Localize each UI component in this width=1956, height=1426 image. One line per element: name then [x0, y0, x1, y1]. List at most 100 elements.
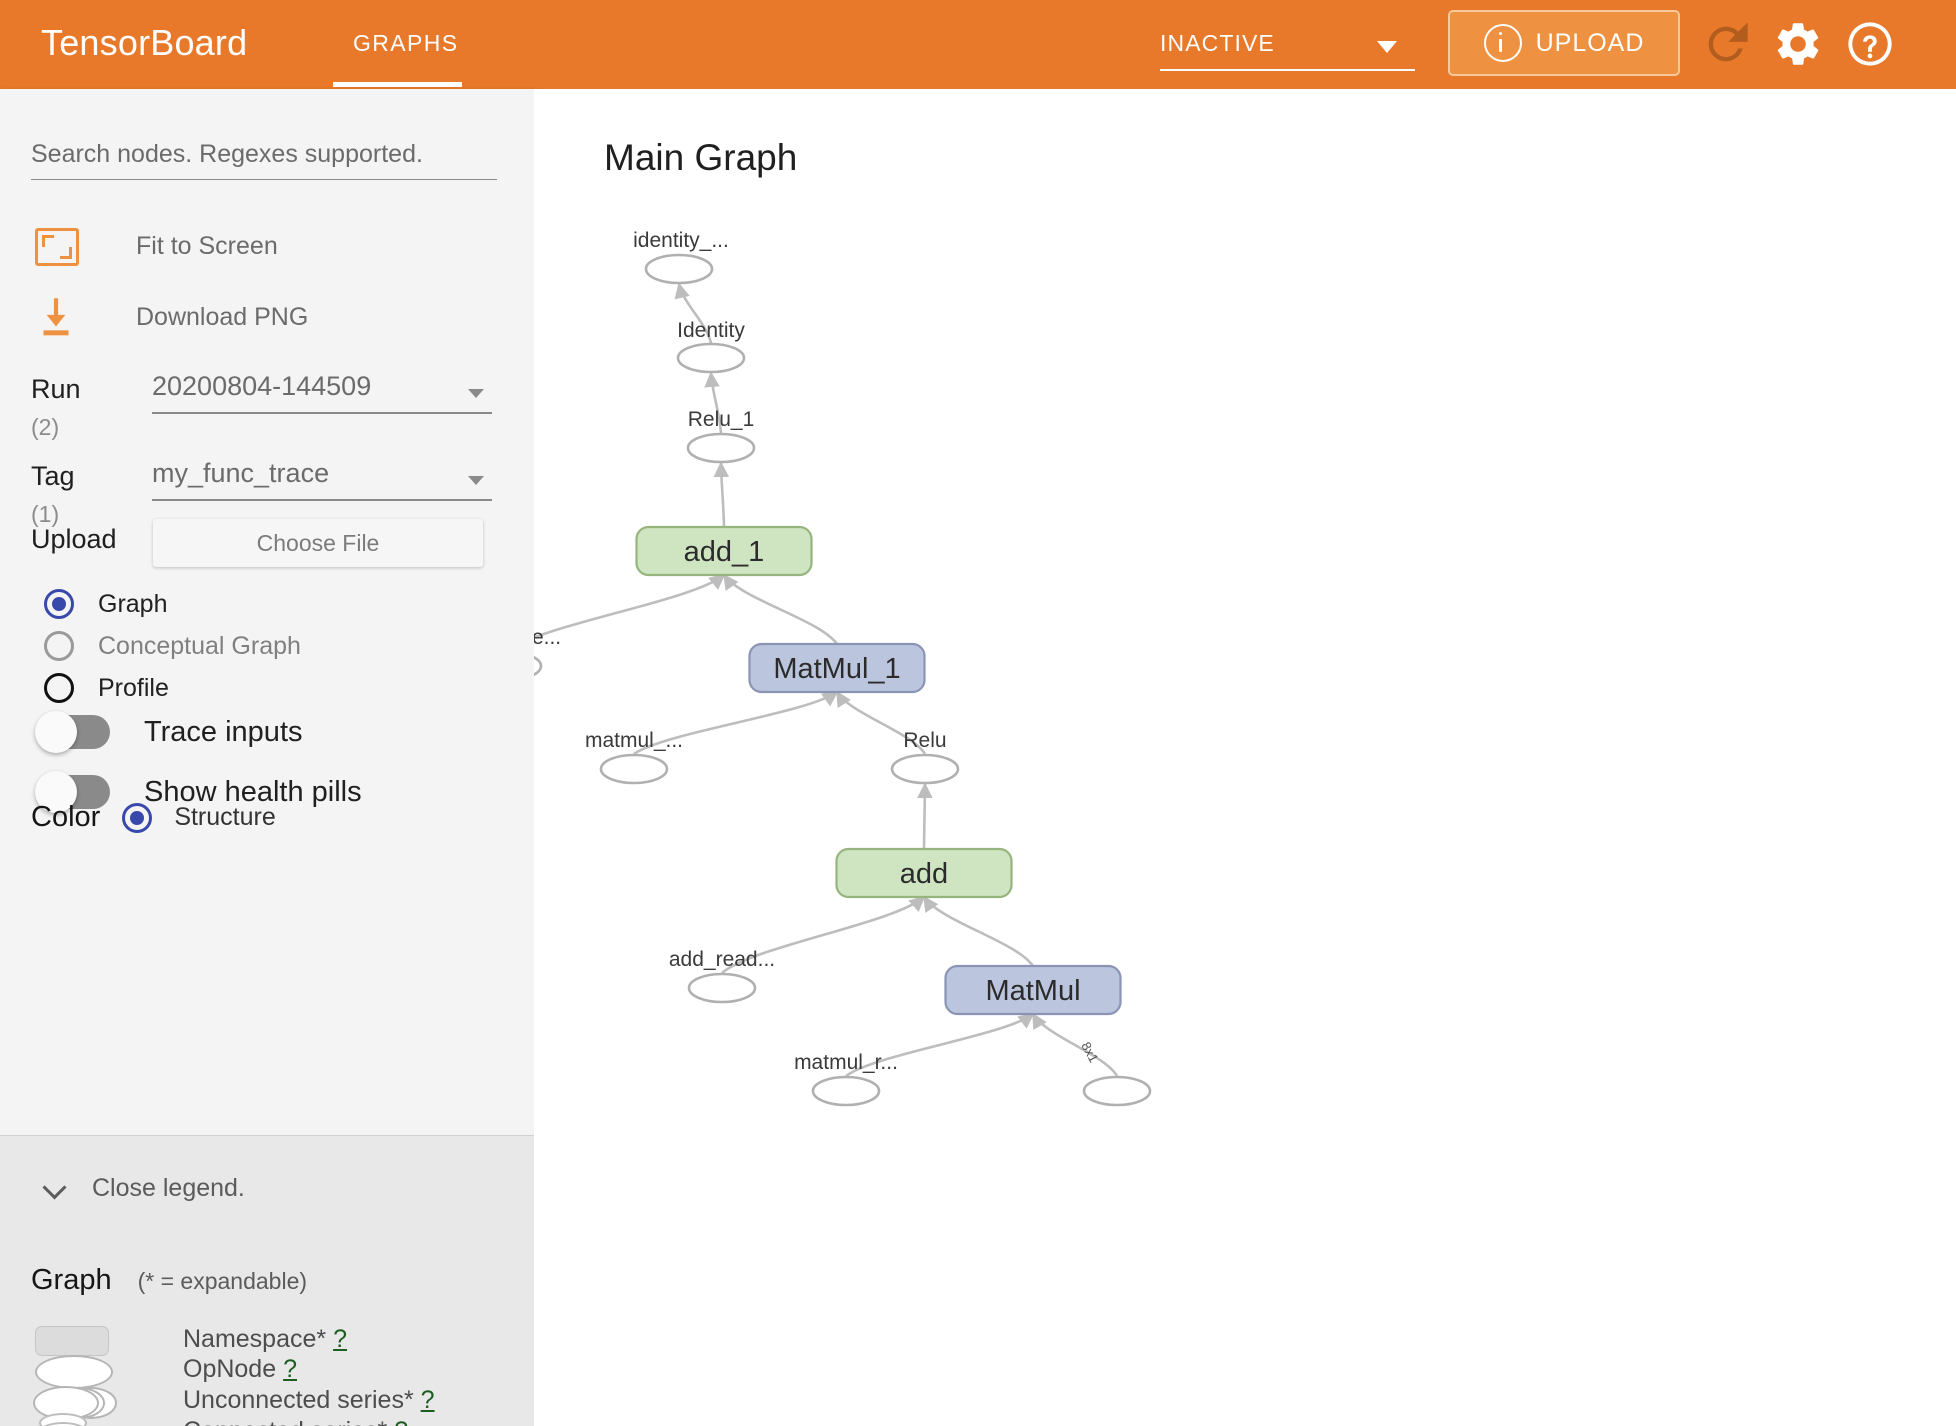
chevron-down-icon — [44, 1178, 66, 1200]
node-label: add_1 — [684, 536, 765, 568]
toggle-show-health-pills[interactable]: Show health pills — [35, 771, 362, 813]
upload-label: Upload — [31, 524, 117, 554]
graph-edge — [674, 282, 713, 344]
graph-node-Relu_1[interactable]: Relu_1 — [686, 408, 756, 464]
opnode-icon — [31, 1351, 113, 1389]
node-shape — [534, 655, 543, 677]
node-label: Relu — [903, 729, 946, 752]
choose-file-label: Choose File — [256, 529, 380, 556]
graph-node-matmul_r[interactable]: matmul_r... — [794, 1051, 898, 1107]
graph-node-x[interactable] — [1082, 1075, 1152, 1107]
graph-node-MatMul[interactable]: MatMul — [944, 964, 1122, 1016]
page-title: Main Graph — [604, 137, 798, 178]
radio-icon — [44, 673, 74, 703]
graph-node-MatMul_1[interactable]: MatMul_1 — [748, 642, 926, 694]
toggle-switch-icon — [35, 771, 110, 813]
tab-active-underline — [333, 82, 462, 87]
status-select-value: INACTIVE — [1160, 30, 1275, 56]
fit-to-screen-label: Fit to Screen — [136, 231, 278, 260]
radio-option-profile-label: Profile — [98, 673, 169, 702]
help-link[interactable]: ? — [283, 1355, 297, 1383]
status-select[interactable]: INACTIVE — [1160, 24, 1415, 71]
tag-count: (1) — [31, 501, 60, 527]
info-circle-icon — [1483, 24, 1522, 62]
search-field-wrapper — [31, 140, 497, 180]
graph-edge — [713, 461, 730, 528]
legend-item-namespace-label: Namespace* ? — [183, 1325, 347, 1353]
refresh-icon[interactable] — [1700, 18, 1752, 70]
connected-series-icon — [31, 1413, 111, 1426]
fit-to-screen-button[interactable]: Fit to Screen — [31, 221, 278, 271]
toggle-show-health-pills-label: Show health pills — [144, 775, 362, 808]
node-shape — [944, 964, 1122, 1016]
node-shape — [599, 753, 669, 785]
graph-node-add_readvariableop[interactable]: add_read... — [669, 948, 775, 1004]
radio-icon — [44, 631, 74, 661]
tag-select[interactable]: my_func_trace — [152, 458, 492, 506]
graph-node-add_1[interactable]: add_1 — [635, 525, 813, 577]
chevron-down-icon — [468, 476, 484, 485]
run-select[interactable]: 20200804-144509 — [152, 371, 492, 419]
graph-node-add_1_readvariableop[interactable]: add_1_re... — [534, 626, 561, 680]
run-count: (2) — [31, 414, 60, 440]
help-circle-icon[interactable] — [1844, 18, 1896, 70]
node-shape — [644, 253, 714, 285]
color-structure-row[interactable]: Color Structure — [31, 801, 276, 834]
help-link[interactable]: ? — [394, 1417, 408, 1426]
app-brand: TensorBoard — [41, 22, 248, 63]
close-legend-button[interactable]: Close legend. — [44, 1174, 245, 1203]
graph-edge — [704, 371, 723, 434]
radio-icon — [44, 589, 74, 619]
gear-icon[interactable] — [1772, 18, 1824, 70]
node-shape — [687, 972, 757, 1004]
graph-node-add[interactable]: add — [835, 847, 1013, 899]
tab-graphs[interactable]: GRAPHS — [353, 30, 459, 56]
node-shape — [835, 847, 1013, 899]
download-png-label: Download PNG — [136, 302, 309, 331]
graph-node-Identity[interactable]: Identity — [676, 319, 745, 374]
edge-label: 8x1 — [1078, 1039, 1101, 1065]
upload-button-label: UPLOAD — [1535, 28, 1645, 57]
search-input[interactable] — [31, 140, 497, 180]
help-link[interactable]: ? — [420, 1386, 435, 1414]
radio-option-graph[interactable]: Graph — [44, 589, 167, 619]
run-select-underline — [152, 412, 492, 414]
node-shape — [811, 1075, 881, 1107]
run-select-value: 20200804-144509 — [152, 371, 372, 401]
download-icon — [31, 292, 81, 342]
graph-node-matmul_readvariableop[interactable]: matmul_... — [585, 729, 683, 785]
graph-node-identity_out[interactable]: identity_... — [633, 229, 729, 285]
tag-select-value: my_func_trace — [152, 458, 330, 488]
graph-edge — [835, 690, 927, 755]
top-toolbar: TensorBoard GRAPHS INACTIVE UPLOAD — [0, 0, 1956, 89]
legend-panel: Close legend. Graph (* = expandable) Nam… — [0, 1136, 534, 1426]
legend-item-opnode-label: OpNode ? — [183, 1355, 297, 1383]
download-png-button[interactable]: Download PNG — [31, 292, 308, 342]
graph-node-Relu[interactable]: Relu — [890, 729, 960, 785]
choose-file-button[interactable]: Choose File — [153, 519, 483, 567]
graph-edge — [721, 895, 926, 974]
node-label: matmul_r... — [794, 1051, 898, 1074]
node-label: add — [900, 858, 948, 890]
radio-option-conceptual-graph[interactable]: Conceptual Graph — [44, 631, 301, 661]
node-shape — [890, 753, 960, 785]
tag-select-underline — [152, 499, 492, 501]
radio-option-graph-label: Graph — [98, 589, 168, 618]
node-label: Identity — [677, 319, 745, 342]
node-label: matmul_... — [585, 729, 683, 752]
toggle-switch-icon — [35, 711, 110, 753]
toggle-trace-inputs[interactable]: Trace inputs — [35, 711, 303, 753]
legend-item-unconnected-series-label: Unconnected series* ? — [183, 1386, 435, 1414]
graph-edge — [722, 573, 839, 645]
node-label: Relu_1 — [688, 408, 755, 431]
upload-button[interactable]: UPLOAD — [1448, 10, 1680, 76]
radio-option-profile[interactable]: Profile — [44, 673, 169, 703]
graph-edge — [845, 1012, 1035, 1078]
help-link[interactable]: ? — [333, 1325, 347, 1353]
node-label: identity_... — [633, 229, 729, 252]
graph-edge — [917, 782, 933, 850]
